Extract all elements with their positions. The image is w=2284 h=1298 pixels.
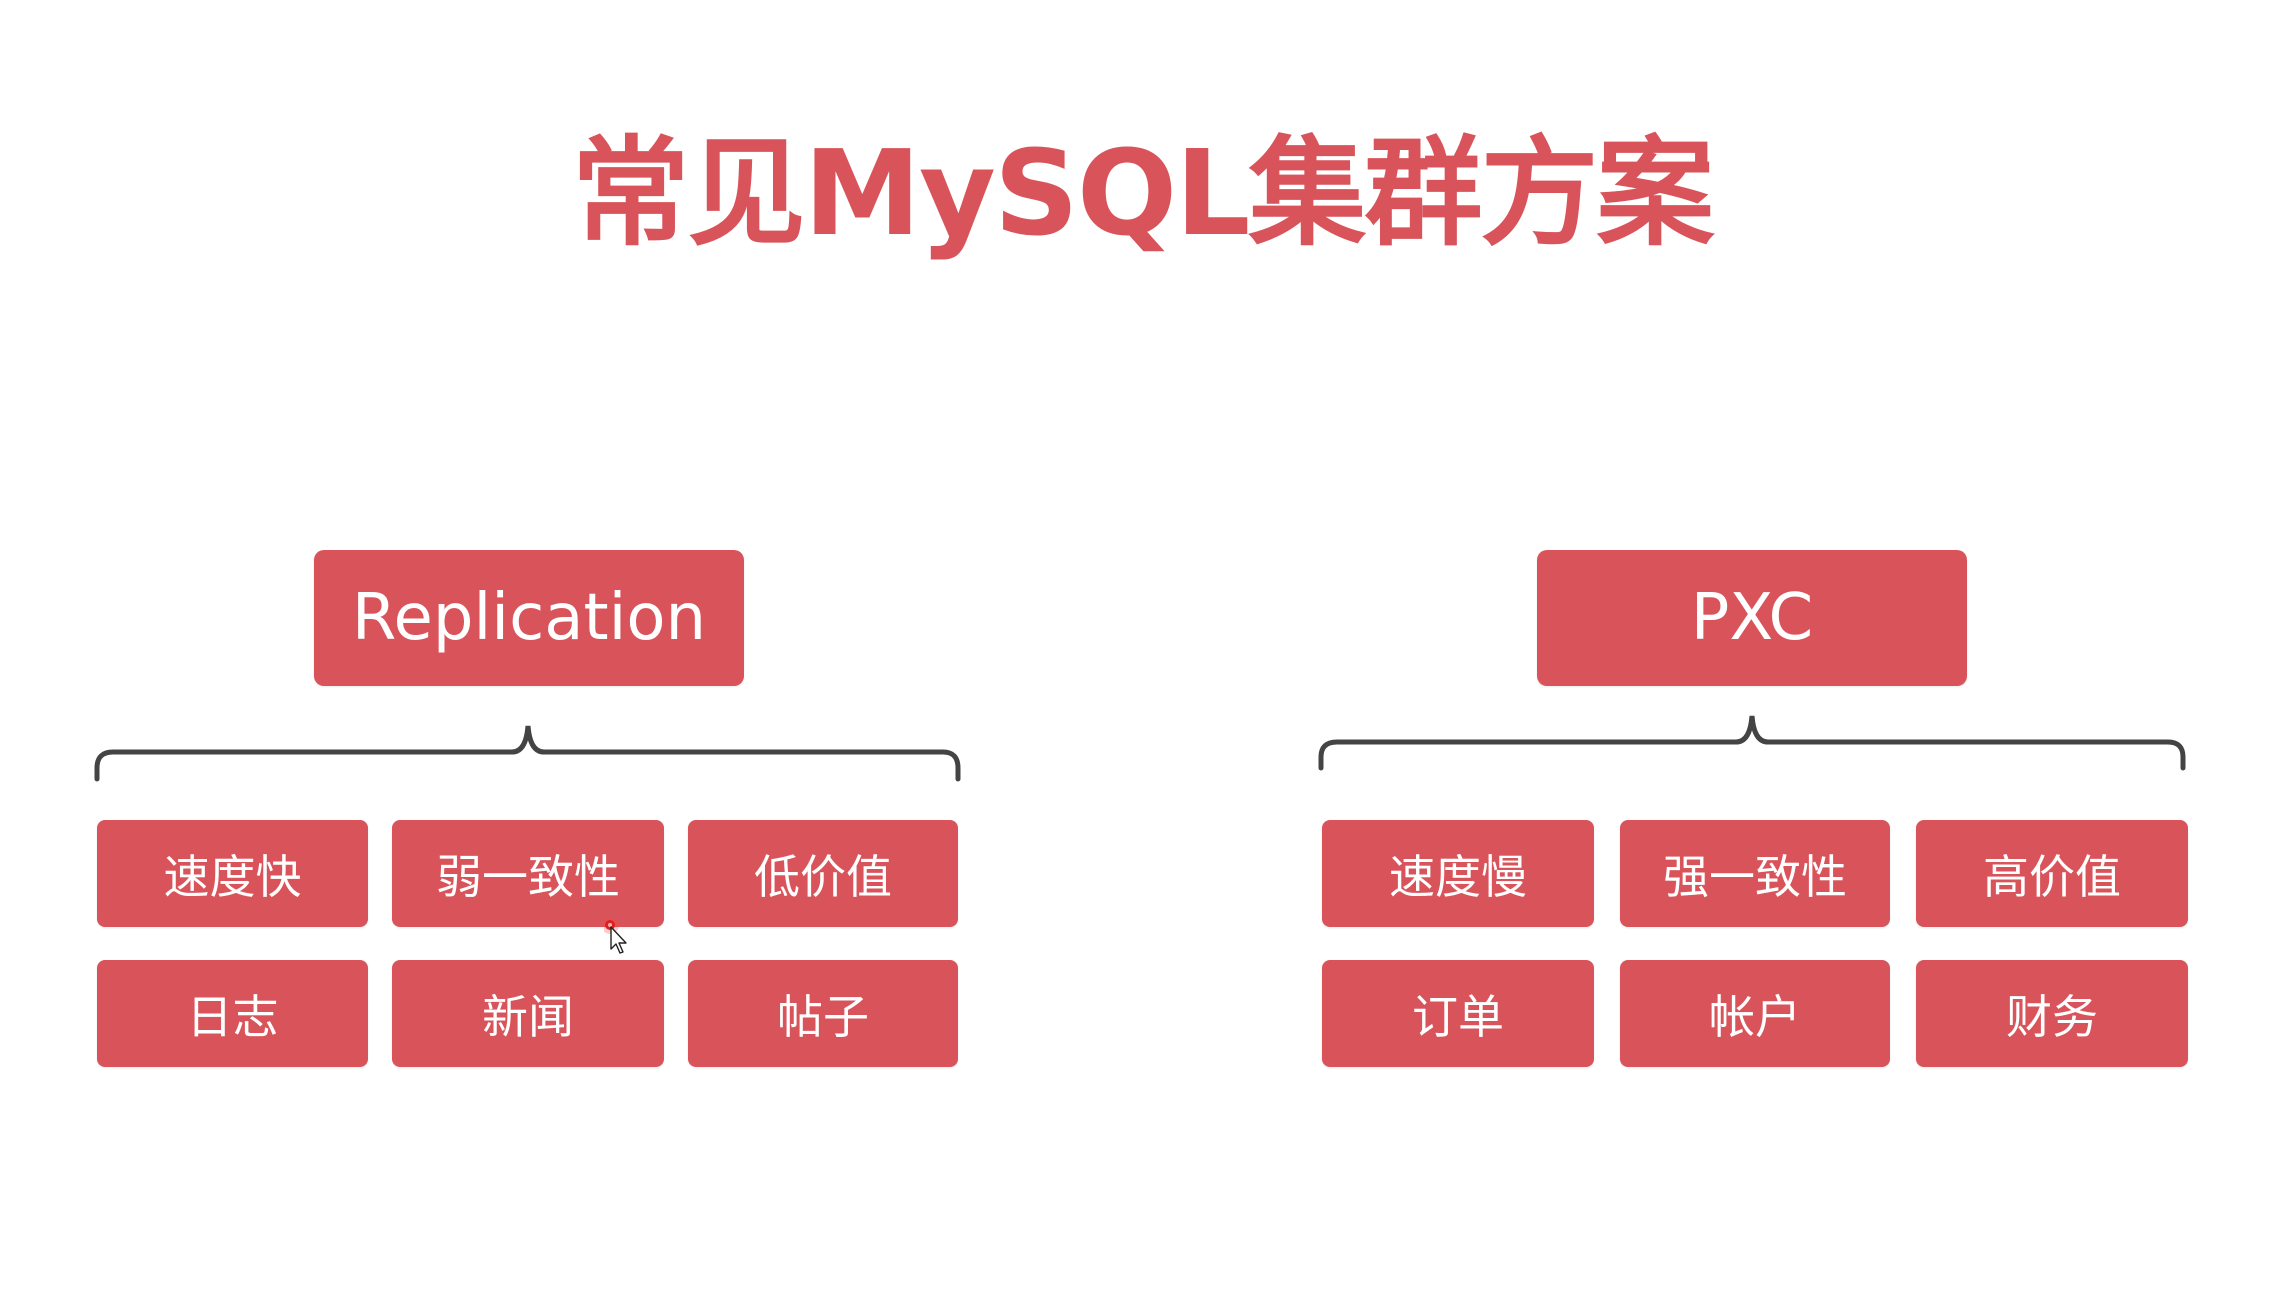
mouse-cursor-icon <box>604 919 627 954</box>
use-case-cell: 日志 <box>97 960 368 1067</box>
trait-cell: 高价值 <box>1916 820 2188 927</box>
trait-cell: 速度慢 <box>1322 820 1594 927</box>
slide-title: 常见MySQL集群方案 <box>571 124 1715 262</box>
trait-cell: 强一致性 <box>1620 820 1890 927</box>
scheme-header-pxc: PXC <box>1537 550 1967 686</box>
trait-cell: 速度快 <box>97 820 368 927</box>
use-case-cell: 帐户 <box>1620 960 1890 1067</box>
scheme-header-replication: Replication <box>314 550 744 686</box>
use-case-cell: 财务 <box>1916 960 2188 1067</box>
use-case-cell: 订单 <box>1322 960 1594 1067</box>
trait-cell: 弱一致性 <box>392 820 664 927</box>
trait-cell: 低价值 <box>688 820 958 927</box>
use-case-cell: 新闻 <box>392 960 664 1067</box>
use-case-cell: 帖子 <box>688 960 958 1067</box>
